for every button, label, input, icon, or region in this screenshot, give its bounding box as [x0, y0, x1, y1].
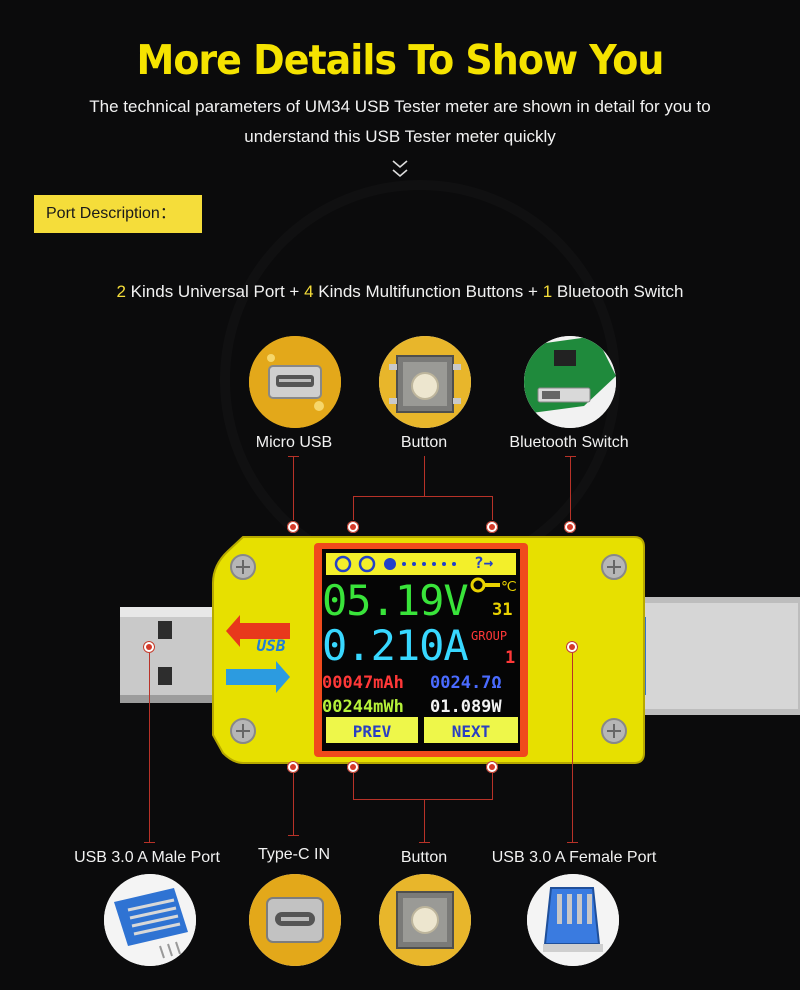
marker-dot [486, 761, 498, 773]
marker-dot [347, 761, 359, 773]
marker-dot [143, 641, 155, 653]
next-button[interactable]: NEXT [451, 722, 491, 741]
label-top-button: Button [400, 434, 448, 451]
current-reading: 0.210A [322, 621, 469, 670]
subtitle-line-1: The technical parameters of UM34 USB Tes… [89, 97, 711, 116]
connector-line [293, 773, 294, 835]
status-indicator: ?→ [474, 553, 494, 572]
summary-text-2: Kinds Multifunction Buttons + [313, 282, 543, 301]
micro-usb-photo [249, 336, 341, 428]
connector-tick [565, 456, 576, 457]
resistance-reading: 0024.7Ω [430, 673, 502, 693]
marker-dot [566, 641, 578, 653]
micro-usb-icon [249, 336, 341, 428]
connector-line [424, 799, 425, 843]
marker-dot [564, 521, 576, 533]
chevron-down-icon [392, 160, 408, 178]
connector-bracket [353, 496, 493, 497]
label-micro-usb: Micro USB [255, 434, 333, 451]
marker-dot [287, 521, 299, 533]
marker-dot [486, 521, 498, 533]
connector-bracket [353, 799, 493, 800]
connector-line [492, 773, 493, 799]
label-usb-male: USB 3.0 A Male Port [74, 849, 220, 866]
mwh-reading: 00244mWh [322, 697, 404, 717]
bluetooth-switch-icon [524, 336, 616, 428]
connector-tick [288, 456, 299, 457]
group-label: GROUP [471, 629, 508, 643]
label-usb-female: USB 3.0 A Female Port [491, 849, 657, 866]
prev-button[interactable]: PREV [352, 722, 392, 741]
usb-tester-device [120, 536, 800, 764]
connector-line [492, 496, 493, 520]
marker-dot [347, 521, 359, 533]
typec-connector-icon [249, 874, 341, 966]
connector-tick [567, 842, 578, 843]
push-button-icon [379, 336, 471, 428]
summary-button-count: 4 [304, 282, 314, 301]
connector-tick [419, 842, 430, 843]
label-bluetooth-switch: Bluetooth Switch [509, 434, 629, 451]
connector-tick [288, 835, 299, 836]
mah-reading: 00047mAh [322, 673, 404, 693]
connector-line [293, 456, 294, 520]
port-description-label: Port Description： [34, 195, 202, 233]
port-summary: 2 Kinds Universal Port + 4 Kinds Multifu… [0, 282, 800, 302]
usb-female-photo [527, 874, 619, 966]
typec-photo [249, 874, 341, 966]
marker-dot [287, 761, 299, 773]
connector-line [570, 456, 571, 520]
usb-logo-text: USB [256, 636, 286, 655]
summary-text-1: Kinds Universal Port + [125, 282, 305, 301]
label-bottom-button: Button [400, 849, 448, 866]
page-title: More Details To Show You [136, 36, 665, 84]
summary-port-count: 2 [116, 282, 126, 301]
usb-male-photo [104, 874, 196, 966]
label-typec: Type-C IN [257, 846, 330, 863]
connector-line [149, 653, 150, 843]
bluetooth-switch-photo [524, 336, 616, 428]
connector-line [353, 773, 354, 799]
group-value: 1 [505, 648, 516, 668]
power-reading: 01.089W [430, 697, 502, 717]
usb-female-connector-icon [527, 874, 619, 966]
push-button-icon [379, 874, 471, 966]
page-subtitle: The technical parameters of UM34 USB Tes… [40, 92, 760, 152]
top-button-photo [379, 336, 471, 428]
connector-tick [144, 842, 155, 843]
voltage-reading: 05.19V [322, 576, 469, 625]
summary-switch-count: 1 [542, 282, 553, 301]
connector-line [572, 653, 573, 843]
connector-line [353, 496, 354, 520]
subtitle-line-2: understand this USB Tester meter quickly [244, 127, 556, 146]
temperature-value: 31 [492, 600, 513, 620]
temperature-unit: ℃ [501, 579, 517, 595]
bottom-button-photo [379, 874, 471, 966]
connector-line [424, 456, 425, 496]
usb-male-connector-icon [104, 874, 196, 966]
summary-text-3: Bluetooth Switch [552, 282, 684, 301]
